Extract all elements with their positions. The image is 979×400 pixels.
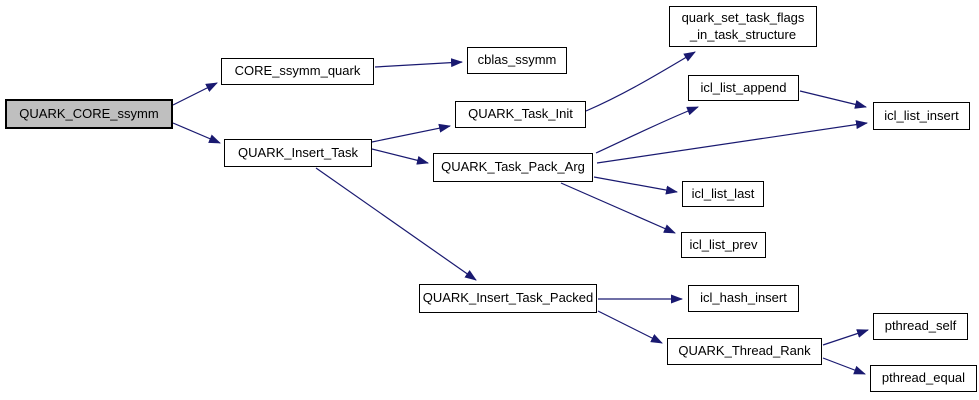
edge-QUARK_Task_Pack_Arg-icl_list_append (595, 106, 699, 154)
node-pthread-self[interactable]: pthread_self (873, 313, 968, 340)
edge-QUARK_Thread_Rank-pthread_equal (822, 357, 866, 375)
node-icl-hash-insert[interactable]: icl_hash_insert (688, 285, 799, 312)
edge-QUARK_Thread_Rank-pthread_self (822, 329, 869, 346)
edge-QUARK_Task_Pack_Arg-icl_list_insert (596, 120, 868, 164)
node-pthread-equal[interactable]: pthread_equal (870, 365, 977, 392)
edge-QUARK_Insert_Task-QUARK_Task_Init (371, 123, 451, 143)
edge-QUARK_CORE_ssymm-CORE_ssymm_quark (172, 82, 218, 106)
node-quark-task-init[interactable]: QUARK_Task_Init (455, 101, 586, 128)
node-quark-core-ssymm[interactable]: QUARK_CORE_ssymm (5, 99, 173, 129)
node-quark-insert-task[interactable]: QUARK_Insert_Task (224, 139, 372, 167)
edge-QUARK_Insert_Task-QUARK_Task_Pack_Arg (371, 148, 429, 165)
node-icl-list-last[interactable]: icl_list_last (682, 181, 764, 207)
edge-QUARK_Insert_Task_Packed-QUARK_Thread_Rank (597, 310, 663, 344)
edge-QUARK_CORE_ssymm-QUARK_Insert_Task (172, 122, 221, 144)
edge-QUARK_Task_Pack_Arg-icl_list_prev (560, 182, 676, 234)
node-core-ssymm-quark[interactable]: CORE_ssymm_quark (221, 58, 374, 85)
node-icl-list-append[interactable]: icl_list_append (688, 75, 799, 101)
edge-QUARK_Task_Pack_Arg-icl_list_last (593, 176, 678, 195)
node-cblas-ssymm[interactable]: cblas_ssymm (467, 47, 567, 74)
node-quark-insert-task-packed[interactable]: QUARK_Insert_Task_Packed (419, 284, 597, 313)
node-icl-list-insert[interactable]: icl_list_insert (873, 102, 970, 130)
edge-QUARK_Task_Init-quark_set_task_flags_in_task_structure (585, 51, 696, 112)
node-icl-list-prev[interactable]: icl_list_prev (681, 232, 766, 258)
edge-QUARK_Insert_Task-QUARK_Insert_Task_Packed (315, 167, 477, 281)
node-quark-thread-rank[interactable]: QUARK_Thread_Rank (667, 338, 822, 365)
node-quark-set-task-flags-in-task-structure[interactable]: quark_set_task_flags _in_task_structure (669, 6, 817, 47)
node-quark-task-pack-arg[interactable]: QUARK_Task_Pack_Arg (433, 153, 593, 182)
edge-icl_list_append-icl_list_insert (799, 90, 867, 109)
edge-CORE_ssymm_quark-cblas_ssymm (374, 58, 463, 68)
